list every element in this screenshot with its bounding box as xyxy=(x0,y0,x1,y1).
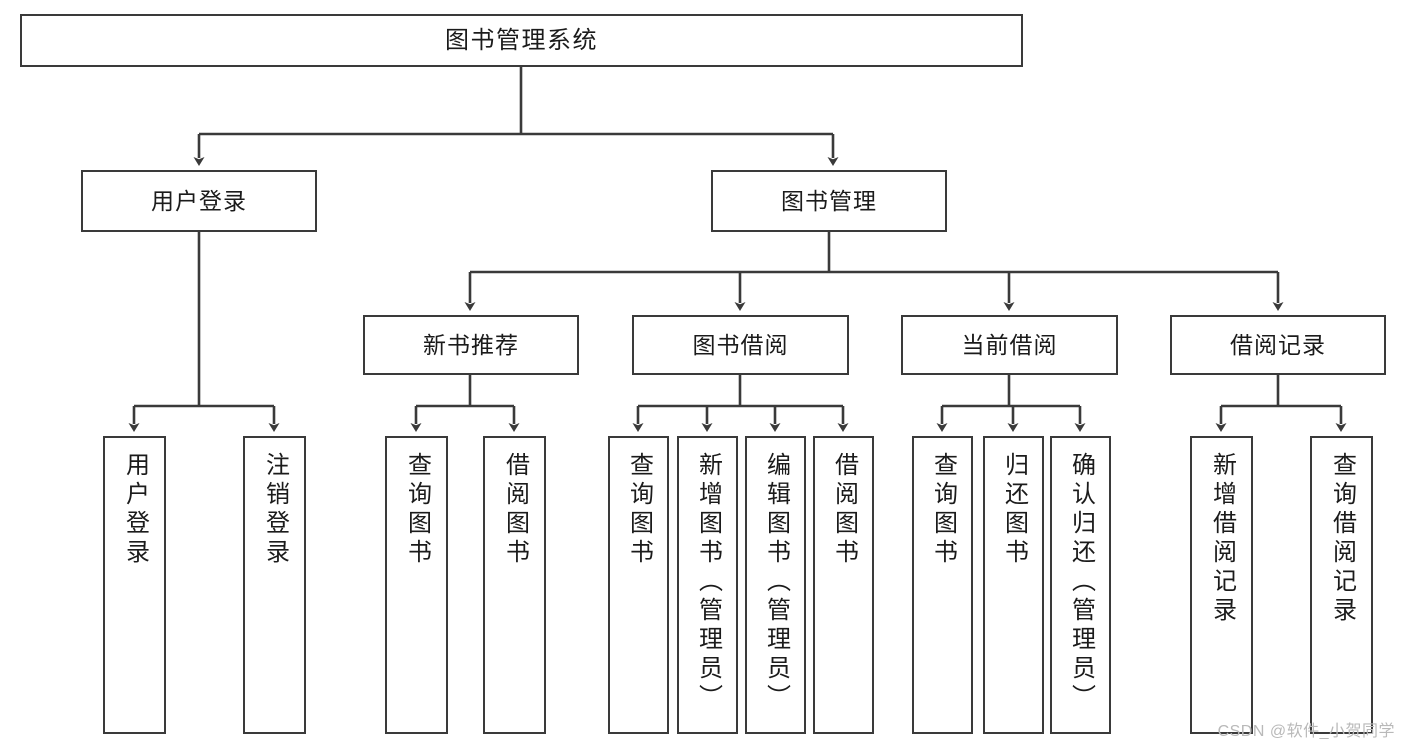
node-root-system[interactable]: 图书管理系统 xyxy=(20,14,1023,67)
leaf-add-borrow-record[interactable]: 新增借阅记录 xyxy=(1190,436,1253,734)
node-label: 图书管理 xyxy=(781,187,877,214)
node-label: 新书推荐 xyxy=(423,331,519,358)
node-label: 用户登录 xyxy=(151,187,247,214)
node-label: 归还图书 xyxy=(1000,452,1028,568)
leaf-edit-book-admin[interactable]: 编辑图书（管理员） xyxy=(745,436,806,734)
node-book-borrow[interactable]: 图书借阅 xyxy=(632,315,849,375)
leaf-query-book-rec[interactable]: 查询图书 xyxy=(385,436,448,734)
node-label: 注销登录 xyxy=(261,452,289,568)
leaf-borrow-book-rec[interactable]: 借阅图书 xyxy=(483,436,546,734)
node-label: 确认归还（管理员） xyxy=(1067,452,1095,713)
new-book-recommend-to-leaf-connectors xyxy=(410,375,520,432)
csdn-watermark: CSDN @软件_小贺同学 xyxy=(1217,723,1395,740)
leaf-user-login[interactable]: 用户登录 xyxy=(103,436,166,734)
node-book-management[interactable]: 图书管理 xyxy=(711,170,947,232)
leaf-add-book-admin[interactable]: 新增图书（管理员） xyxy=(677,436,738,734)
node-label: 编辑图书（管理员） xyxy=(762,452,790,713)
node-label: 当前借阅 xyxy=(961,331,1058,358)
leaf-return-book[interactable]: 归还图书 xyxy=(983,436,1044,734)
user-login-to-leaf-connectors xyxy=(128,232,280,432)
node-user-login[interactable]: 用户登录 xyxy=(81,170,317,232)
node-label: 借阅图书 xyxy=(830,452,858,568)
node-current-borrow[interactable]: 当前借阅 xyxy=(901,315,1118,375)
node-label: 用户登录 xyxy=(121,452,149,568)
root-to-level2-connectors xyxy=(193,67,839,166)
node-label: 图书管理系统 xyxy=(445,26,598,54)
node-label: 图书借阅 xyxy=(692,331,789,358)
leaf-user-logout[interactable]: 注销登录 xyxy=(243,436,306,734)
node-label: 查询图书 xyxy=(403,452,431,568)
book-management-to-level3-connectors xyxy=(464,232,1284,311)
node-label: 查询借阅记录 xyxy=(1328,452,1356,626)
node-borrow-record[interactable]: 借阅记录 xyxy=(1170,315,1386,375)
current-borrow-to-leaf-connectors xyxy=(936,375,1086,432)
node-new-book-recommend[interactable]: 新书推荐 xyxy=(363,315,579,375)
book-borrow-to-leaf-connectors xyxy=(632,375,849,432)
node-label: 查询图书 xyxy=(929,452,957,568)
leaf-confirm-return-admin[interactable]: 确认归还（管理员） xyxy=(1050,436,1111,734)
leaf-borrow-book[interactable]: 借阅图书 xyxy=(813,436,874,734)
node-label: 借阅图书 xyxy=(501,452,529,568)
leaf-query-book-cur[interactable]: 查询图书 xyxy=(912,436,973,734)
borrow-record-to-leaf-connectors xyxy=(1215,375,1347,432)
node-label: 借阅记录 xyxy=(1230,331,1326,358)
leaf-query-borrow-record[interactable]: 查询借阅记录 xyxy=(1310,436,1373,734)
node-label: 新增借阅记录 xyxy=(1208,452,1236,626)
leaf-query-book-borrow[interactable]: 查询图书 xyxy=(608,436,669,734)
node-label: 新增图书（管理员） xyxy=(694,452,722,713)
node-label: 查询图书 xyxy=(625,452,653,568)
